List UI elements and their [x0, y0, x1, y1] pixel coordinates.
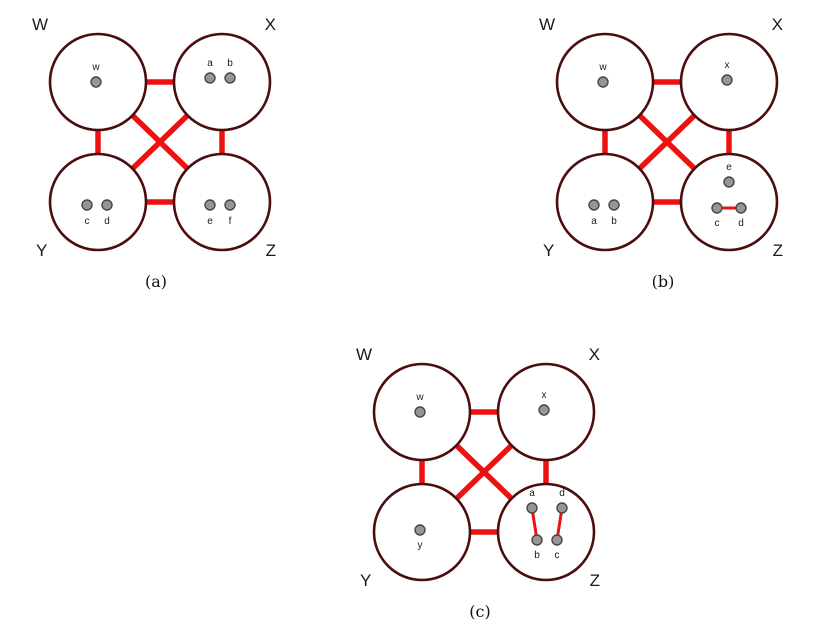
element-dot: a	[526, 488, 538, 514]
dot-w	[597, 76, 609, 88]
caption-a: (a)	[144, 272, 168, 291]
element-dot: a	[588, 199, 600, 227]
set-circle-Z	[496, 482, 596, 582]
set-label-Z: Z	[590, 571, 600, 590]
dot-b	[608, 199, 620, 211]
dot-c	[81, 199, 93, 211]
element-dot: c	[711, 202, 723, 229]
dot-label-b: b	[227, 58, 233, 69]
element-dot: e	[723, 162, 735, 188]
element-dot: e	[204, 199, 216, 227]
element-dot: a	[204, 58, 216, 84]
caption-c: (c)	[469, 602, 491, 621]
dot-d	[101, 199, 113, 211]
element-dot: d	[101, 199, 113, 227]
dot-a	[588, 199, 600, 211]
dot-b	[224, 72, 236, 84]
dot-label-f: f	[229, 216, 232, 227]
dot-label-a: a	[529, 488, 535, 499]
set-label-Z: Z	[266, 241, 276, 260]
dot-label-c: c	[85, 216, 90, 227]
caption-b: (b)	[651, 272, 675, 291]
dot-label-x: x	[725, 60, 730, 71]
set-circle-X	[172, 32, 272, 132]
set-label-W: W	[539, 15, 555, 34]
diagram-b: W X Y Z w x a b e	[533, 8, 793, 291]
venn-graphic-c: W X Y Z w x y a d	[356, 345, 600, 590]
dot-a	[526, 502, 538, 514]
set-circle-Y	[555, 152, 655, 252]
dot-c	[711, 202, 723, 214]
dot-label-b: b	[534, 550, 540, 561]
dot-e	[723, 176, 735, 188]
dot-label-e: e	[726, 162, 732, 173]
set-label-Z: Z	[773, 241, 783, 260]
set-label-X: X	[589, 345, 600, 364]
set-label-X: X	[772, 15, 783, 34]
dot-label-y: y	[418, 540, 423, 551]
dot-label-d: d	[559, 488, 565, 499]
set-label-Y: Y	[360, 571, 371, 590]
diagram-a: W X Y Z w a b c d	[26, 8, 286, 291]
element-dot: b	[531, 534, 543, 561]
set-circle-Y	[48, 152, 148, 252]
set-label-W: W	[32, 15, 48, 34]
dot-x	[721, 74, 733, 86]
dot-d	[735, 202, 747, 214]
dot-label-d: d	[738, 218, 744, 229]
element-dot: w	[597, 62, 609, 88]
element-dot: x	[538, 390, 550, 416]
dot-w	[414, 406, 426, 418]
element-dot: w	[90, 62, 102, 88]
dot-y	[414, 524, 426, 536]
dot-label-a: a	[591, 216, 597, 227]
dot-label-x: x	[542, 390, 547, 401]
element-dot: b	[608, 199, 620, 227]
venn-graphic-a: W X Y Z w a b c d	[32, 15, 276, 260]
element-dot: c	[81, 199, 93, 227]
dot-label-b: b	[611, 216, 617, 227]
element-dot: c	[551, 534, 563, 561]
diagram-c: W X Y Z w x y a d	[350, 338, 610, 621]
element-dot: d	[735, 202, 747, 229]
dot-label-w: w	[91, 62, 100, 73]
set-label-Y: Y	[543, 241, 554, 260]
dot-label-e: e	[207, 216, 213, 227]
dot-e	[204, 199, 216, 211]
dot-label-c: c	[555, 550, 560, 561]
dot-label-a: a	[207, 58, 213, 69]
element-dot: f	[224, 199, 236, 227]
dot-b	[531, 534, 543, 546]
dot-f	[224, 199, 236, 211]
element-dot: y	[414, 524, 426, 551]
element-dot: b	[224, 58, 236, 84]
dot-a	[204, 72, 216, 84]
element-dot: w	[414, 392, 426, 418]
element-dot: d	[556, 488, 568, 514]
set-circle-Z	[172, 152, 272, 252]
dot-d	[556, 502, 568, 514]
set-circle-Z	[679, 152, 779, 252]
dot-x	[538, 404, 550, 416]
dot-label-c: c	[715, 218, 720, 229]
dot-label-w: w	[598, 62, 607, 73]
venn-graphic-b: W X Y Z w x a b e	[539, 15, 783, 260]
element-dot: x	[721, 60, 733, 86]
dot-c	[551, 534, 563, 546]
dot-w	[90, 76, 102, 88]
set-label-W: W	[356, 345, 372, 364]
dot-label-w: w	[415, 392, 424, 403]
set-label-X: X	[265, 15, 276, 34]
dot-label-d: d	[104, 216, 110, 227]
set-label-Y: Y	[36, 241, 47, 260]
